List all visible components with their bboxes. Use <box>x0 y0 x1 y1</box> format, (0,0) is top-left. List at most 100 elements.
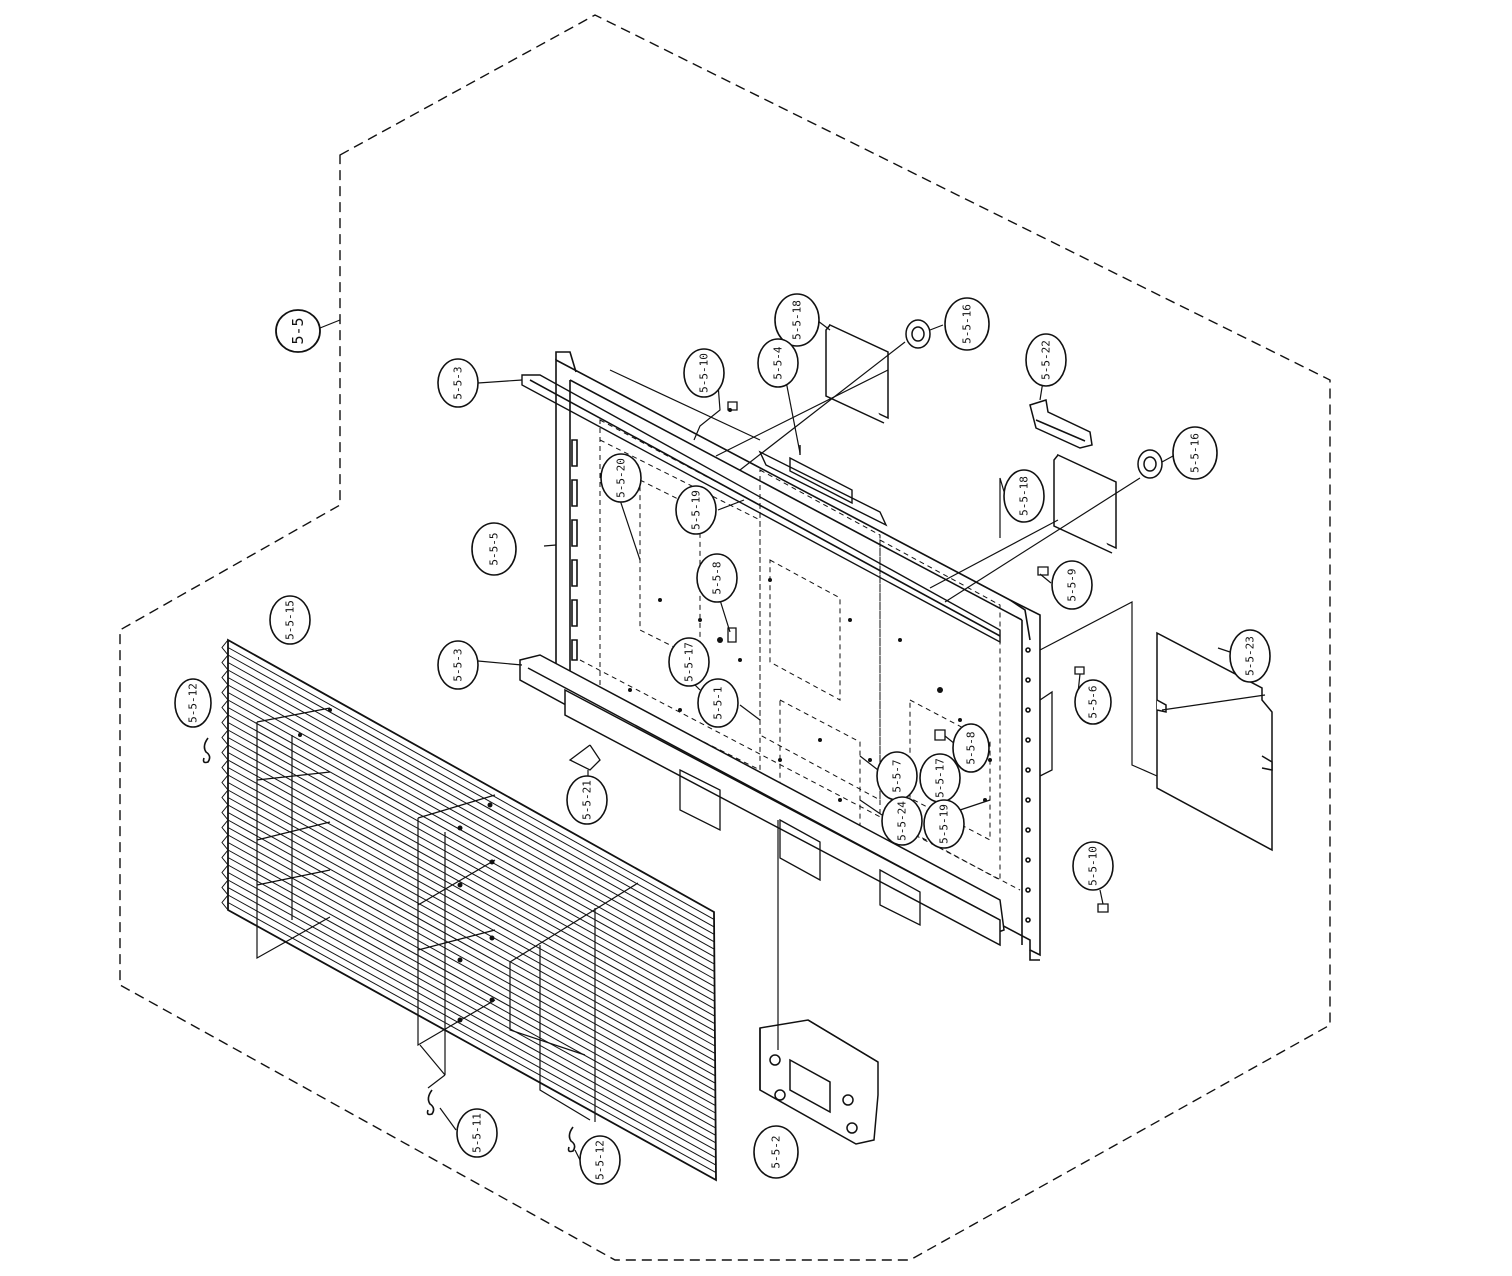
clip-5-5-9 <box>1038 567 1048 575</box>
callout-circle <box>697 554 737 602</box>
callout-circle <box>270 596 310 644</box>
ferrite-ring-top <box>906 320 930 348</box>
callout-label: 5-5-24 <box>896 801 909 841</box>
callout-c-5-5-2: 5-5-2 <box>754 1126 798 1178</box>
callout-c-5-5-17-mid: 5-5-17 <box>920 754 960 802</box>
callout-label: 5-5-15 <box>284 600 297 640</box>
callout-label: 5-5-16 <box>1189 433 1202 473</box>
callout-assembly: 5-5 <box>276 310 320 352</box>
callout-c-5-5-19-top: 5-5-19 <box>676 486 716 534</box>
callout-label: 5-5-12 <box>187 683 200 723</box>
callout-label: 5-5-23 <box>1244 636 1257 676</box>
callout-circle <box>775 294 819 346</box>
callout-c-5-5-9: 5-5-9 <box>1052 561 1092 609</box>
bottom-brackets <box>570 745 920 925</box>
callout-c-5-5-17-top: 5-5-17 <box>669 638 709 686</box>
callout-circle <box>945 298 989 350</box>
callout-label: 5-5-10 <box>1087 846 1100 886</box>
callout-balloons: 5-5 5-5-18 5-5-16 5-5-3 5-5-10 5-5-4 5-5-22 5-5… <box>175 294 1270 1184</box>
callout-label: 5-5-22 <box>1040 340 1053 380</box>
bottom-rail <box>520 655 1004 945</box>
callout-label: 5-5-7 <box>891 759 904 792</box>
callout-circle <box>676 486 716 534</box>
display-plate-right <box>1054 455 1116 553</box>
callout-circle <box>1173 427 1217 479</box>
callout-c-5-5-8-mid: 5-5-8 <box>953 724 989 772</box>
callout-label: 5-5-9 <box>1066 568 1079 601</box>
callout-circle <box>1004 470 1044 522</box>
callout-label: 5-5-8 <box>965 731 978 764</box>
ferrite-ring-right <box>1138 450 1162 478</box>
callout-circle <box>698 679 738 727</box>
callout-circle <box>438 641 478 689</box>
callout-circle <box>175 679 211 727</box>
callout-c-5-5-7: 5-5-7 <box>877 752 917 800</box>
callout-c-5-5-16-right: 5-5-16 <box>1173 427 1217 479</box>
callout-c-5-5-22: 5-5-22 <box>1026 334 1066 386</box>
callout-label: 5-5-3 <box>452 366 465 399</box>
callout-label: 5-5-1 <box>712 686 725 719</box>
callout-c-5-5-10-right: 5-5-10 <box>1073 842 1113 890</box>
grille-leader-lines <box>257 708 638 1122</box>
callout-circle <box>758 339 798 387</box>
callout-c-5-5-23: 5-5-23 <box>1230 630 1270 682</box>
chassis-screws <box>628 408 992 802</box>
callout-label: 5-5-19 <box>938 804 951 844</box>
callout-label: 5-5-18 <box>791 300 804 340</box>
rear-grille-panel <box>222 640 716 1180</box>
callout-c-5-5-15: 5-5-15 <box>270 596 310 644</box>
display-plate-top <box>826 325 888 423</box>
callout-label: 5-5-6 <box>1087 685 1100 718</box>
callout-c-5-5-5: 5-5-5 <box>472 523 516 575</box>
callout-c-5-5-8-top: 5-5-8 <box>697 554 737 602</box>
callout-label: 5-5-17 <box>683 642 696 682</box>
hooks <box>204 738 575 1152</box>
callout-c-5-5-16-top: 5-5-16 <box>945 298 989 350</box>
callout-circle <box>567 776 607 824</box>
callout-label: 5-5-18 <box>1018 476 1031 516</box>
callout-label: 5-5-11 <box>471 1113 484 1153</box>
callout-c-5-5-21: 5-5-21 <box>567 776 607 824</box>
callout-label: 5-5-16 <box>961 304 974 344</box>
callout-circle <box>457 1109 497 1157</box>
side-bracket <box>1040 692 1052 776</box>
callout-circle <box>438 359 478 407</box>
callout-c-5-5-6: 5-5-6 <box>1075 680 1111 724</box>
bottom-bracket-5-5-2 <box>760 1020 878 1144</box>
callout-circle <box>924 800 964 848</box>
callout-c-5-5-10-top: 5-5-10 <box>684 349 724 397</box>
callout-label: 5-5-8 <box>711 561 724 594</box>
callout-circle <box>1075 680 1111 724</box>
callout-circle <box>601 454 641 502</box>
callout-c-5-5-4: 5-5-4 <box>758 339 798 387</box>
callout-c-5-5-11: 5-5-11 <box>457 1109 497 1157</box>
callout-circle <box>882 797 922 845</box>
callout-circle <box>953 724 989 772</box>
callout-label: 5-5-12 <box>594 1140 607 1180</box>
callout-c-5-5-18-right: 5-5-18 <box>1004 470 1044 522</box>
callout-label: 5-5-19 <box>690 490 703 530</box>
leader-lines <box>320 320 1265 1160</box>
callout-label: 5-5-20 <box>615 458 628 498</box>
callout-circle <box>1230 630 1270 682</box>
callout-label: 5-5-4 <box>772 346 785 379</box>
callout-circle <box>472 523 516 575</box>
callout-c-5-5-3-top: 5-5-3 <box>438 359 478 407</box>
callout-circle <box>580 1136 620 1184</box>
callout-c-5-5-19-mid: 5-5-19 <box>924 800 964 848</box>
callout-label: 5-5 <box>289 317 307 344</box>
callout-c-5-5-1: 5-5-1 <box>698 679 738 727</box>
callout-label: 5-5-5 <box>488 532 501 565</box>
callout-label: 5-5-10 <box>698 353 711 393</box>
callout-circle <box>684 349 724 397</box>
callout-c-5-5-20: 5-5-20 <box>601 454 641 502</box>
callout-circle <box>1052 561 1092 609</box>
callout-c-5-5-24: 5-5-24 <box>882 797 922 845</box>
callout-c-5-5-3-mid: 5-5-3 <box>438 641 478 689</box>
callout-label: 5-5-17 <box>934 758 947 798</box>
callout-circle <box>754 1126 798 1178</box>
right-board-5-5-23 <box>1157 633 1272 850</box>
callout-circle <box>669 638 709 686</box>
callout-c-5-5-18-top: 5-5-18 <box>775 294 819 346</box>
